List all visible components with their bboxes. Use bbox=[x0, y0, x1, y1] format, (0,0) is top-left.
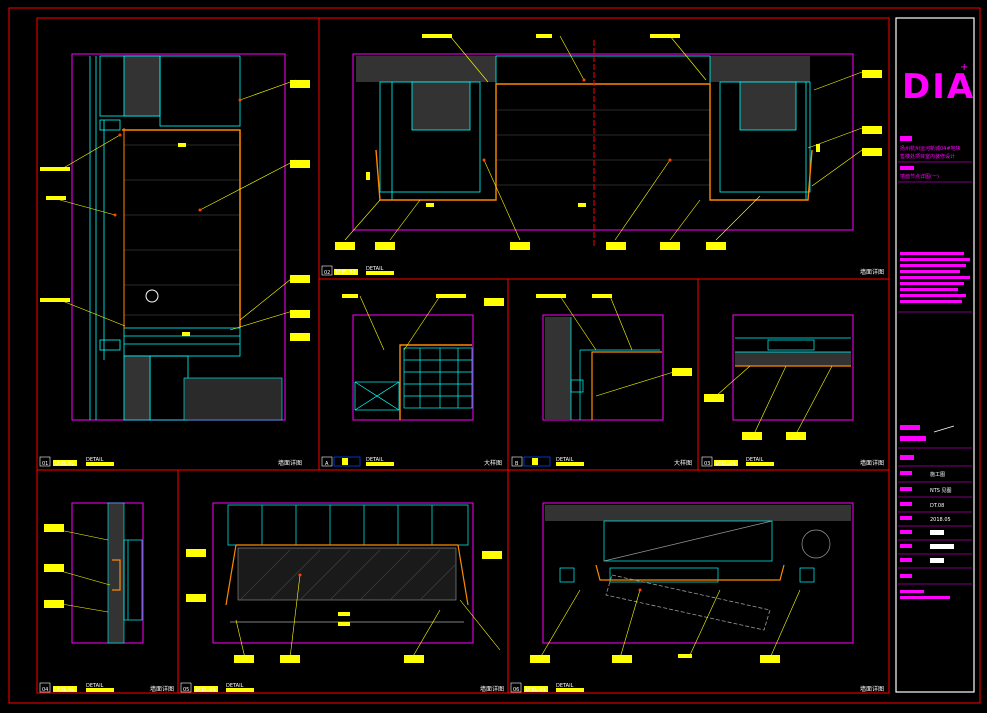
p04-title: 墙面详图 bbox=[150, 685, 174, 693]
p03-label: DETAIL bbox=[746, 457, 764, 463]
p02-code: 1F.EL.01 bbox=[335, 270, 356, 276]
p01-code: 1F.EL.01 bbox=[54, 461, 75, 467]
p05-code: 1F.EL.01 bbox=[195, 687, 216, 693]
pB-num: B bbox=[515, 461, 519, 467]
p05-title: 墙面详图 bbox=[480, 685, 504, 693]
scale: NTS 见图 bbox=[930, 488, 952, 494]
title-block: DIA + 扬州杭州运河新城04#地块 售楼处项目室内装修设计 墙面节点详图(一… bbox=[895, 17, 975, 693]
panel-01-drawing bbox=[71, 53, 286, 421]
pA-label: DETAIL bbox=[366, 457, 384, 463]
p05-num: 05 bbox=[183, 687, 189, 693]
title-bar-p05 bbox=[180, 682, 254, 693]
p04-label: DETAIL bbox=[86, 683, 104, 689]
title-bar-pA bbox=[321, 456, 394, 467]
panel-title-bars bbox=[39, 265, 774, 693]
panel-b-drawing bbox=[542, 314, 664, 421]
project-line-2: 售楼处项目室内装修设计 bbox=[900, 153, 955, 160]
date: 2018.05 bbox=[930, 517, 951, 523]
leader-dots bbox=[113, 78, 672, 592]
title-bar-pB bbox=[511, 456, 584, 467]
panel-02-drawing bbox=[352, 40, 854, 248]
pA-num: A bbox=[325, 461, 329, 467]
title-bar-p03 bbox=[701, 456, 774, 467]
project-line-1: 扬州杭州运河新城04#地块 bbox=[900, 145, 961, 152]
p06-label: DETAIL bbox=[556, 683, 574, 689]
title-bar-p06 bbox=[510, 682, 584, 693]
p02-num: 02 bbox=[324, 270, 330, 276]
leader-lines bbox=[49, 35, 863, 659]
panel-title-texts: 01 1F.EL.01 DETAIL 墙面详图 02 1F.EL.01 DETA… bbox=[42, 266, 884, 693]
panel-06-drawing bbox=[542, 502, 854, 644]
p04-num: 04 bbox=[42, 687, 48, 693]
p05-label: DETAIL bbox=[226, 683, 244, 689]
pB-title: 大样图 bbox=[674, 459, 692, 467]
title-bar-p02 bbox=[321, 265, 394, 276]
dia-logo-plus: + bbox=[960, 62, 968, 73]
panel-05-drawing bbox=[212, 502, 474, 644]
panel-a-drawing bbox=[352, 314, 474, 421]
p03-code: 1F.EL.01 bbox=[715, 461, 736, 467]
notes-block bbox=[900, 252, 970, 303]
title-bar-p04 bbox=[39, 682, 114, 693]
p03-title: 墙面详图 bbox=[860, 459, 884, 467]
pA-title: 大样图 bbox=[484, 459, 502, 467]
outer-frame bbox=[8, 7, 981, 704]
p04-code: 1F.EL.01 bbox=[54, 687, 75, 693]
annotation-tags bbox=[40, 34, 882, 663]
p03-num: 03 bbox=[704, 461, 710, 467]
p06-code: 1F.EL.01 bbox=[525, 687, 546, 693]
p02-label: DETAIL bbox=[366, 266, 384, 272]
p06-title: 墙面详图 bbox=[860, 685, 884, 693]
p01-num: 01 bbox=[42, 461, 48, 467]
stage: 施工图 bbox=[930, 471, 945, 478]
dia-logo: DIA bbox=[902, 67, 975, 107]
sheet-number: DT.08 bbox=[930, 503, 944, 509]
drawing-name: 墙面节点详图(一) bbox=[900, 173, 939, 180]
panel-03-drawing bbox=[732, 314, 854, 421]
panel-dividers bbox=[37, 18, 889, 693]
p01-title: 墙面详图 bbox=[278, 459, 302, 467]
p06-num: 06 bbox=[513, 687, 519, 693]
p02-title: 墙面详图 bbox=[860, 268, 884, 276]
drawing-area-frame bbox=[36, 17, 890, 694]
title-bar-p01 bbox=[39, 456, 114, 467]
p01-label: DETAIL bbox=[86, 457, 104, 463]
pB-label: DETAIL bbox=[556, 457, 574, 463]
panel-04-drawing bbox=[71, 502, 144, 644]
